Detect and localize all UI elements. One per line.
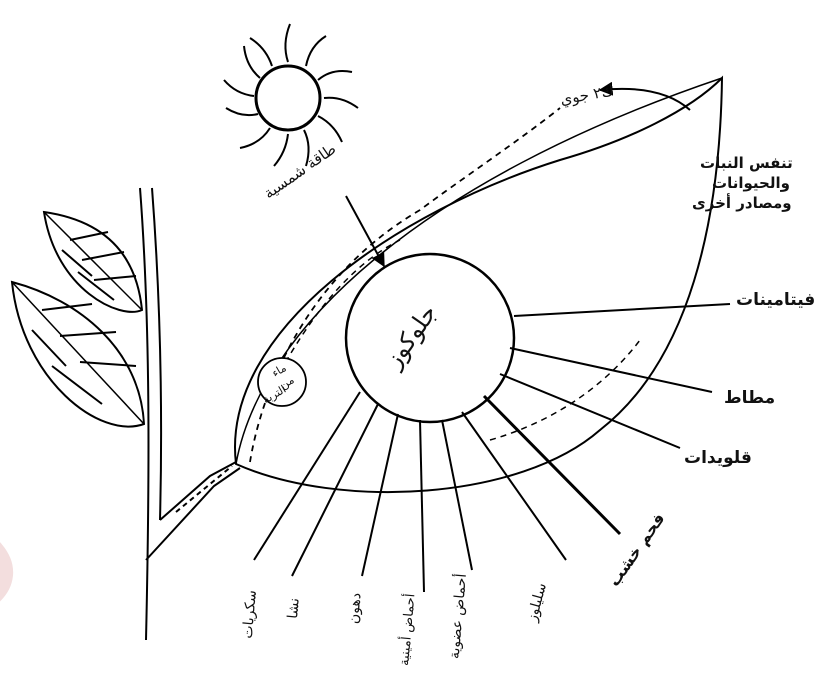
rubber-label: مطاط: [724, 388, 775, 408]
fats-label: دهون: [346, 592, 365, 624]
respiration-label-3: ومصادر أخرى: [692, 194, 792, 212]
alkaloids-label: قلويدات: [684, 448, 752, 468]
plant-stem: [140, 188, 240, 640]
glucose-circle: [346, 254, 514, 422]
vitamins-label: فيتامينات: [736, 290, 815, 310]
small-leaf-upper: [44, 212, 142, 312]
respiration-label-1: تنفس النبات: [700, 154, 793, 172]
starch-label: نشا: [285, 597, 304, 619]
small-leaf-lower: [12, 282, 144, 427]
respiration-label-2: والحيوانات: [712, 174, 790, 192]
sun-icon: [224, 24, 358, 166]
